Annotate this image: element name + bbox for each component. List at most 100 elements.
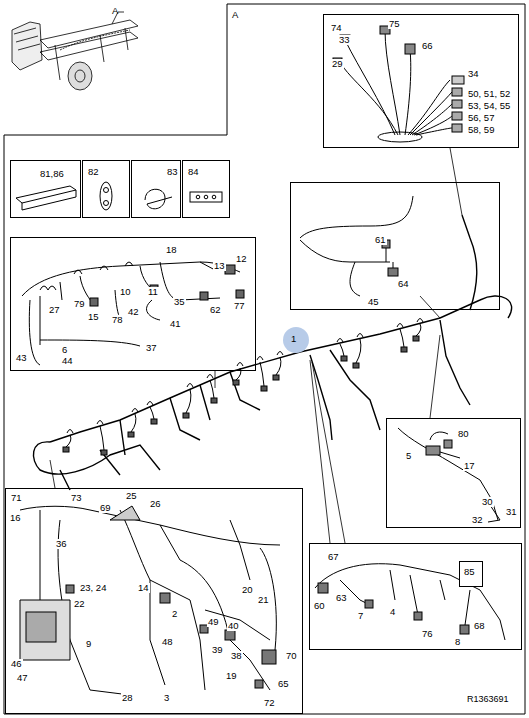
callout-number: 44 — [61, 356, 74, 366]
callout-number: 77 — [233, 301, 246, 311]
callout-number: 56, 57 — [467, 113, 495, 123]
callout-number: 69 — [99, 503, 112, 513]
inset-frame: 18 13 12 27 79 10 11 35 62 77 15 7842 41 43 644 37 — [10, 237, 256, 371]
detail-box: 85 — [459, 561, 483, 587]
callout-number: 2 — [171, 609, 178, 619]
view-letter: A — [112, 6, 118, 16]
callout-number: 13 — [213, 261, 226, 271]
callout-number: 22 — [73, 599, 86, 609]
callout-number: 32 — [471, 515, 484, 525]
callout-number: 84 — [187, 167, 200, 177]
harness-branches — [63, 319, 423, 456]
harness-branch — [300, 196, 413, 296]
callout-number: 35 — [173, 297, 186, 307]
view-frame — [4, 4, 525, 714]
callout-number: 33 — [338, 35, 351, 45]
callout-number: 76 — [421, 629, 434, 639]
callout-number: 78 — [111, 315, 124, 325]
callout-number: 50, 51, 52 — [467, 89, 511, 99]
callout-number: 1 — [291, 334, 296, 344]
callout-number: 16 — [9, 513, 22, 523]
callout-number: 43 — [15, 353, 28, 363]
callout-number: 60 — [313, 601, 326, 611]
callout-number: 66 — [421, 41, 434, 51]
inset-frame: 81,86 — [10, 160, 81, 218]
callout-number: 31 — [505, 507, 518, 517]
callout-number: 75 — [388, 19, 401, 29]
callout-number: 4 — [389, 607, 396, 617]
callout-number: 83 — [166, 167, 179, 177]
callout-number: 12 — [235, 254, 248, 264]
callout-number: 34 — [467, 69, 480, 79]
callout-number: 8 — [454, 637, 461, 647]
callout-number: 7 — [357, 611, 364, 621]
callout-number: 53, 54, 55 — [467, 101, 511, 111]
callout-number: 64 — [397, 279, 410, 289]
callout-number: 20 — [241, 585, 254, 595]
callout-number: 63 — [335, 593, 348, 603]
callout-number: 80 — [457, 429, 470, 439]
callout-number: 23, 24 — [79, 583, 107, 593]
inset-frame: 80 5 17 30 31 32 — [386, 418, 521, 528]
callout-number: 9 — [85, 639, 92, 649]
callout-number: 40 — [227, 621, 240, 631]
callout-number: 48 — [161, 637, 174, 647]
callout-number: 70 — [285, 651, 298, 661]
callout-number: 73 — [70, 493, 83, 503]
callout-number: 3 — [163, 693, 170, 703]
callout-number: 28 — [121, 693, 134, 703]
callout-number: 65 — [277, 679, 290, 689]
inset-frame: 61 64 45 — [290, 182, 500, 310]
callout-number: 41 — [169, 319, 182, 329]
inset-frame: 67 60 63 7 4 76 8 68 85 — [309, 543, 522, 650]
callout-number: 68 — [473, 621, 486, 631]
callout-number: 62 — [209, 305, 222, 315]
inset-frame: 7173252616693623, 2422142202148494039387… — [5, 488, 303, 714]
callout-number: 74 — [330, 23, 343, 33]
callout-number: 79 — [73, 299, 86, 309]
harness-branch — [398, 428, 500, 522]
callout-number: 26 — [149, 499, 162, 509]
callout-number: 46 — [10, 659, 23, 669]
callout-number: 17 — [463, 461, 476, 471]
leader-lines — [50, 148, 462, 543]
callout-number: 47 — [16, 673, 29, 683]
callout-number: 15 — [87, 312, 100, 322]
inset-frame: 83 — [131, 160, 181, 218]
callout-number: 67 — [327, 552, 340, 562]
callout-number: 29 — [331, 59, 344, 69]
callout-number: 85 — [463, 567, 476, 577]
drawing-number: R1363691 — [467, 694, 509, 704]
callout-number: 27 — [48, 305, 61, 315]
highlight-circle — [283, 327, 309, 353]
callout-number: 6 — [61, 345, 68, 355]
view-letter: A — [232, 10, 238, 20]
callout-number: 18 — [165, 245, 178, 255]
connector-bundle — [333, 26, 464, 142]
callout-number: 11 — [147, 287, 159, 297]
inset-frame: 84 — [182, 160, 230, 218]
harness-branch — [20, 506, 280, 695]
callout-number: 5 — [405, 451, 412, 461]
callout-number: 38 — [230, 651, 243, 661]
callout-number: 45 — [367, 297, 380, 307]
callout-number: 49 — [207, 617, 220, 627]
callout-number: 61 — [374, 235, 387, 245]
callout-number: 36 — [55, 539, 68, 549]
callout-number: 71 — [10, 493, 23, 503]
callout-number: 58, 59 — [467, 125, 495, 135]
inset-frame: 74 75 33 66 29 34 50, 51, 52 53, 54, 55 56, 57 58… — [323, 14, 519, 148]
callout-number: 30 — [481, 497, 494, 507]
callout-number: 82 — [87, 167, 100, 177]
callout-number: 39 — [211, 645, 224, 655]
harness-branch — [22, 262, 244, 365]
truck-thumbnail — [12, 12, 138, 90]
callout-number: 37 — [145, 343, 158, 353]
callout-number: 21 — [257, 595, 270, 605]
callout-number: 10 — [119, 287, 132, 297]
callout-number: 19 — [225, 671, 238, 681]
callout-number: 42 — [127, 307, 140, 317]
callout-number: 14 — [137, 583, 150, 593]
